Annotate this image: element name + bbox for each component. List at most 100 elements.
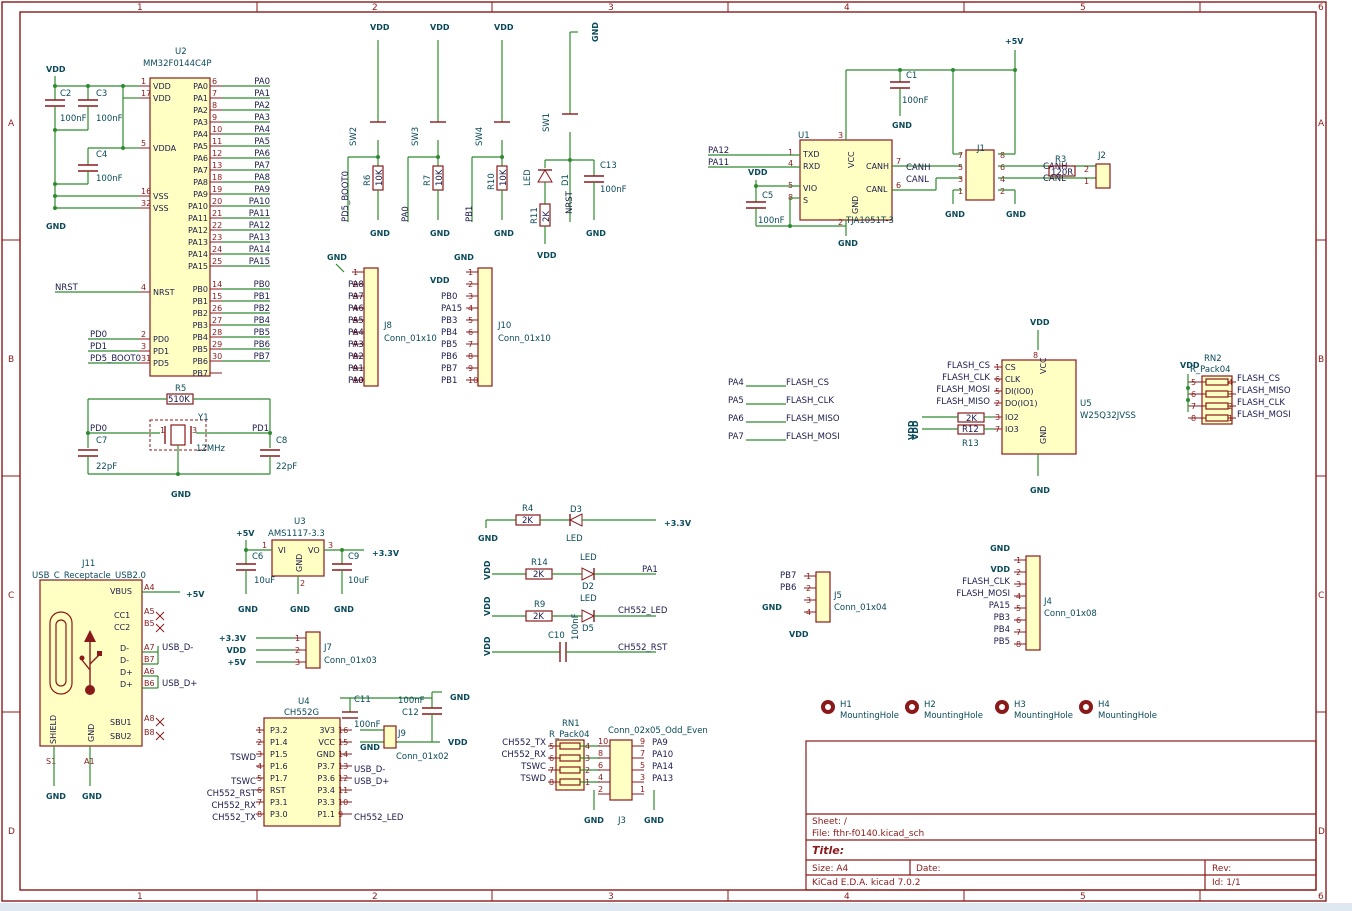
u1-num-2: 2 — [838, 218, 843, 227]
j10-net-label: PB6 — [441, 352, 457, 362]
j3-right-pin: 7 — [640, 749, 645, 758]
c5-vdd: VDD — [748, 168, 768, 177]
u2-net-label: PB1 — [254, 292, 270, 302]
r11-ref: R11 — [530, 207, 540, 224]
frame-col-2-bottom: 2 — [372, 892, 378, 902]
u2-right-pin-num: 19 — [212, 185, 222, 194]
j4-pin-num: 2 — [1016, 568, 1021, 577]
u2-net-label: PA2 — [254, 101, 270, 111]
j8-net-label: PA3 — [348, 340, 364, 350]
crystal-net-pd1: PD1 — [252, 424, 269, 434]
usb-c-connector[interactable]: J11 USB_C_Receptacle_USB2.0 VBUS CC1 CC2… — [32, 559, 205, 801]
net-pa1-led: PA1 — [642, 565, 658, 575]
net-sw2: PD5_BOOT0 — [341, 171, 351, 222]
u2-right-pin-num: 14 — [212, 280, 222, 289]
u2-net-label: PA7 — [254, 161, 270, 171]
j10-pin-num: 4 — [468, 304, 473, 313]
u2-right-pin-num: 15 — [212, 292, 222, 301]
j4-net-label: PB3 — [994, 613, 1010, 623]
r7-value: 10K — [435, 169, 445, 186]
j4-net-label: FLASH_CLK — [962, 577, 1010, 587]
j10-ref: J10 — [497, 321, 511, 331]
u2-net-label: PA9 — [254, 185, 270, 195]
u2-right-pin-name: PB7 — [193, 369, 208, 378]
usb-pin-dp2: D+ — [120, 680, 133, 689]
frame-col-1: 1 — [137, 3, 143, 13]
u5-value: W25Q32JVSS — [1080, 411, 1136, 421]
j3-net-label: PA9 — [652, 738, 668, 748]
r7-ref: R7 — [423, 175, 433, 186]
title-block-sheet: Sheet: / — [812, 817, 848, 827]
ch552-pin-num: 2 — [257, 738, 262, 747]
u1-value: TJA1051T-3 — [845, 216, 894, 226]
u2-right-pin-name: PA12 — [188, 226, 208, 235]
u2-right-pin-num: 13 — [212, 161, 222, 170]
u2-left-pin-name: VDD — [153, 82, 171, 91]
d3-value: LED — [566, 534, 583, 544]
j1-ref: J1 — [976, 144, 985, 154]
ch552-pin-name: P1.5 — [270, 750, 288, 759]
j4-header[interactable]: 1GND2VDD3FLASH_CLK4FLASH_MOSI5PA156PB37P… — [956, 544, 1097, 651]
sw2-vdd: VDD — [370, 23, 390, 32]
u1-num-4: 4 — [788, 159, 793, 168]
frame-row-c: C — [8, 591, 14, 601]
r9-value: 2K — [533, 612, 544, 622]
j7-pin-num: 1 — [295, 634, 300, 643]
j8-net-label: PA2 — [348, 352, 364, 362]
u4-value: CH552G — [284, 708, 319, 718]
j11-value: USB_C_Receptacle_USB2.0 — [32, 571, 146, 581]
j5-pin-num: 3 — [806, 596, 811, 605]
ldo-5v: +5V — [236, 529, 255, 538]
u2-left-pin-num: 32 — [141, 199, 151, 208]
u2-ref: U2 — [175, 47, 187, 57]
c12-gnd: GND — [450, 693, 470, 702]
ch552-pin-num: 13 — [338, 762, 348, 771]
usb-gnd-left: GND — [46, 792, 66, 801]
u5-ref: U5 — [1080, 399, 1092, 409]
j3-right-pin: 1 — [640, 785, 645, 794]
c3-ref: C3 — [96, 89, 107, 99]
sw1-ref: SW1 — [542, 113, 552, 132]
gnd-symbol-u2: GND — [46, 222, 66, 231]
u2-right-pin-num: 8 — [212, 101, 217, 110]
j8-pin-num: 10 — [353, 376, 363, 385]
ch552-pin-name: P3.4 — [317, 786, 335, 795]
j4-net-label: PB4 — [994, 625, 1010, 635]
ch552-pin-num: 10 — [338, 798, 348, 807]
usb-pin-gnd: GND — [87, 724, 96, 742]
u2-mcu[interactable]: U2 MM32F0144C4P 1VDD17VDD5VDDA16VSS32VSS… — [55, 47, 270, 378]
rn1-right-pin: 1 — [585, 778, 590, 787]
c9-ref: C9 — [348, 552, 359, 562]
frame-row-c-right: C — [1318, 591, 1324, 601]
u5-pin-num: 5 — [995, 387, 1000, 396]
r4-value: 2K — [522, 516, 533, 526]
y1-pin3: 3 — [192, 426, 197, 435]
mounting-hole-value: MountingHole — [924, 711, 983, 721]
ch552-pin-num: 8 — [257, 810, 262, 819]
j10-pin-num: 10 — [468, 376, 478, 385]
j8-pin-num: 4 — [353, 304, 358, 313]
ch552-pin-num: 15 — [338, 738, 348, 747]
c7-value: 22pF — [96, 462, 117, 472]
rn2-net-label: FLASH_CLK — [1237, 398, 1285, 408]
j8-gnd: GND — [327, 253, 347, 262]
u3-ref: U3 — [294, 517, 306, 527]
j8-pin-num: 1 — [353, 268, 358, 277]
led-section: GND 2K R4 D3 LED +3.3V VDD 2K R14 LED D2… — [478, 504, 692, 662]
j3-gnd-left: GND — [584, 816, 604, 825]
u2-left-pin-name: NRST — [153, 288, 175, 297]
net-pa11: PA11 — [708, 158, 729, 168]
ch552-pin-num: 14 — [338, 750, 348, 759]
ch552-pin-num: 6 — [257, 786, 262, 795]
j7-value: Conn_01x03 — [324, 656, 377, 666]
j5-vdd: VDD — [789, 630, 809, 639]
j4-pin-num: 1 — [1016, 556, 1021, 565]
frame-row-b: B — [8, 355, 14, 365]
